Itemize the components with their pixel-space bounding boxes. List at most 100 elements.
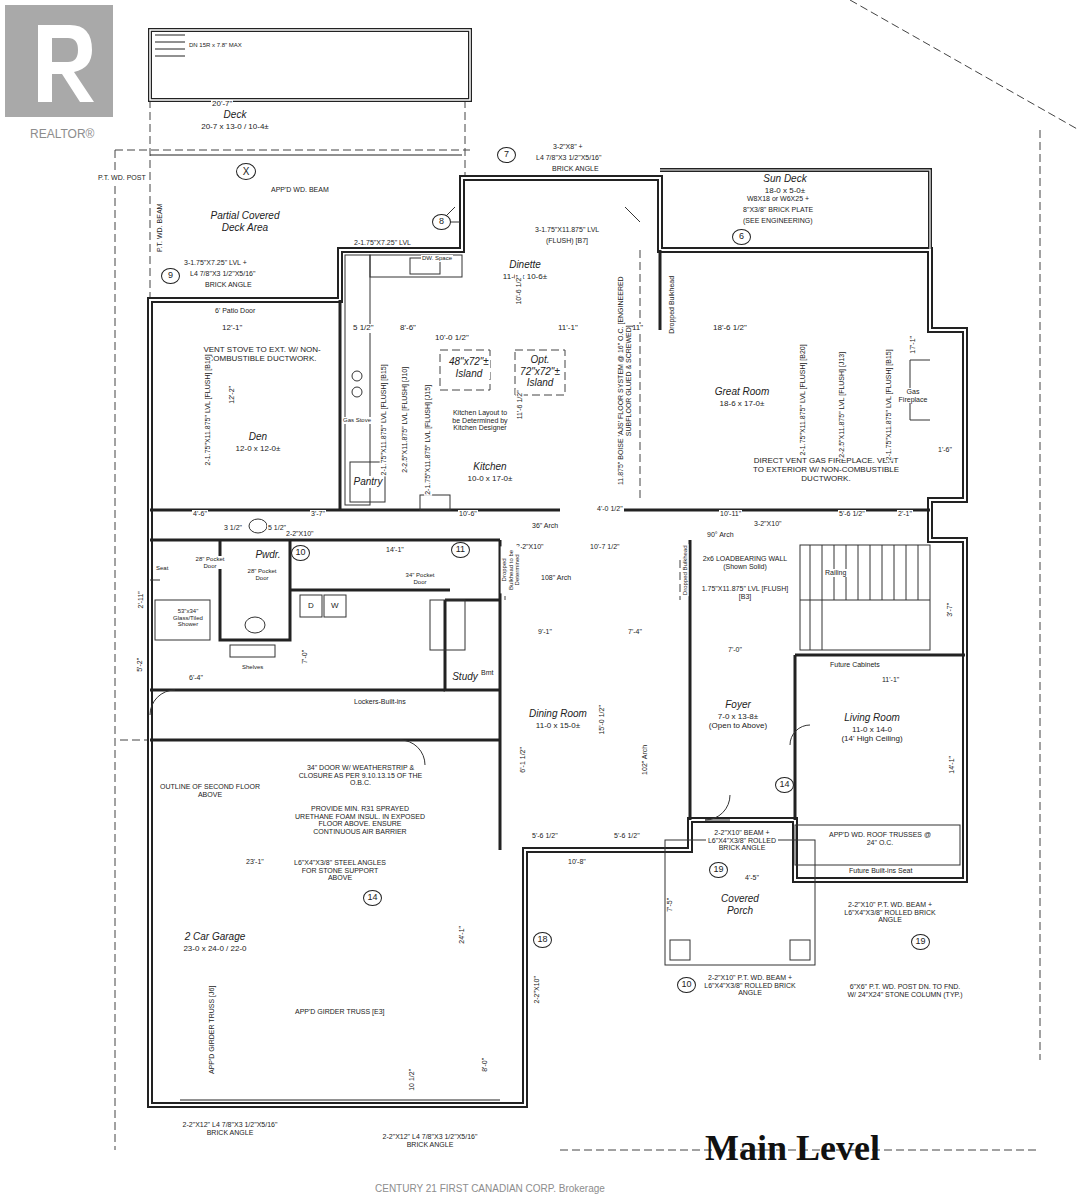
garage-door <box>180 1100 500 1101</box>
dimension-note: 14'-1" <box>385 546 405 554</box>
dimension-note: BRICK ANGLE <box>204 281 253 289</box>
room-name: 2 Car Garage <box>184 931 247 943</box>
dimension-note: 6'-4" <box>188 674 204 682</box>
callout-number: 10 <box>291 545 310 561</box>
dimension-note: (SEE ENGINEERING) <box>742 217 814 225</box>
dimension-note: 3 1/2" <box>223 524 243 532</box>
callout-number: 10 <box>677 977 696 993</box>
dimension-note: 10'-6" <box>458 510 478 518</box>
dimension-note: 2-1.75"X11.875" LVL [FLUSH] [J15] <box>424 384 432 496</box>
dimension-note: 3-2"X10" <box>753 520 783 528</box>
room-size: 10-0 x 17-0± <box>455 474 525 483</box>
room-size: 11-0 x 15-0± <box>523 721 593 730</box>
room-size: 12-0 x 12-0± <box>223 444 293 453</box>
dimension-note: 10'-0 1/2" <box>434 334 470 343</box>
room-name: Great Room <box>714 386 770 398</box>
dimension-note: 6'-1 1/2" <box>519 746 527 774</box>
room-name: Covered Porch <box>715 893 765 916</box>
callout-number: 14 <box>775 777 794 793</box>
dimension-note: APP'D GIRDER TRUSS [E3] <box>294 1008 386 1016</box>
dimension-note: 53"x34" Glass/Tiled Shower <box>168 608 208 628</box>
dimension-note: 2-1.75"X11.875" LVL [FLUSH] [B20] <box>799 343 807 456</box>
dimension-note: 12'-1" <box>221 324 243 333</box>
dimension-note: 4'-5" <box>744 874 760 882</box>
dimension-note: W <box>330 602 340 611</box>
dimension-note: DIRECT VENT GAS FIREPLACE. VENT TO EXTER… <box>750 457 902 483</box>
room-label: Dining Room11-0 x 15-0± <box>523 703 593 730</box>
dimension-note: 108" Arch <box>540 574 572 582</box>
dimension-note: 3-1.75"X11.875" LVL <box>534 226 600 234</box>
interior-walls <box>150 250 965 850</box>
room-label: Covered Porch <box>715 893 765 918</box>
dimension-note: 8'-6" <box>399 324 417 333</box>
dimension-note: 2-2"X12" L4 7/8"X3 1/2"X5/16" BRICK ANGL… <box>379 1133 481 1148</box>
dimension-note: 5'-6 1/2" <box>838 510 866 518</box>
dimension-note: P.T. WD. POST <box>97 174 147 182</box>
room-name: Partial Covered Deck Area <box>205 210 285 233</box>
dimension-note: 8"X3/8" BRICK PLATE <box>742 206 814 214</box>
dimension-note: APP'D WD. BEAM <box>270 186 330 194</box>
plan-title: Main Level <box>705 1127 880 1169</box>
dimension-note: 10'-7 1/2" <box>589 543 621 551</box>
callout-number: 14 <box>363 890 382 906</box>
dimension-note: 3'-7" <box>946 602 954 618</box>
room-name: Pantry <box>353 476 384 488</box>
logo-box <box>5 5 113 117</box>
room-size: 23-0 x 24-0 / 22-0 <box>160 944 270 953</box>
dimension-note: 7'-0" <box>727 646 743 654</box>
dimension-note: 9'-1" <box>537 628 553 636</box>
dimension-note: 2-2"X10" BEAM + L6"X4"X3/8" ROLLED BRICK… <box>706 829 778 852</box>
logo-mark <box>38 25 94 102</box>
dimension-note: 2-1.75"X11.875" LVL [FLUSH] [B15] <box>885 348 893 461</box>
dimension-note: Kitchen Layout to be Determined by Kitch… <box>448 409 512 432</box>
dimension-note: Seat <box>155 565 169 572</box>
callout-number: 7 <box>497 147 516 163</box>
dimension-note: Lockers-Built-ins <box>353 698 407 706</box>
dimension-note: L4 7/8"X3 1/2"X5/16" <box>535 154 602 162</box>
room-label: Den12-0 x 12-0± <box>223 426 293 453</box>
dimension-note: 10'-6 1/2" <box>515 274 523 306</box>
dimension-note: 12'-2" <box>228 385 236 405</box>
exterior-walls <box>150 170 965 1105</box>
dimension-note: 2-2"X10" P.T. WD. BEAM + L6"X4"X3/8" ROL… <box>699 974 801 997</box>
dimension-note: 14'-1" <box>948 755 956 775</box>
dimension-note: 7'-5" <box>666 897 674 913</box>
room-size: 11-0 x 10-6± <box>490 272 560 281</box>
dimension-note: 10 1/2" <box>408 1068 416 1092</box>
dimension-note: 3'-7" <box>310 510 326 518</box>
room-name: Den <box>248 431 268 443</box>
dimension-note: 2-2"X10" P.T. WD. BEAM + L6"X4"X3/8" ROL… <box>839 901 941 924</box>
dimension-note: 2-2"X12" L4 7/8"X3 1/2"X5/16" BRICK ANGL… <box>179 1121 281 1136</box>
dimension-note: 11" <box>631 324 644 333</box>
room-label: Dinette11-0 x 10-6± <box>490 254 560 281</box>
room-name: Living Room <box>843 712 901 724</box>
dimension-note: 15'-0 1/2" <box>598 704 606 736</box>
room-label: Sun Deck18-0 x 5-0± <box>740 168 830 195</box>
room-size: 20-7 x 13-0 / 10-4± <box>175 122 295 131</box>
dimension-note: 11'-1" <box>881 676 900 684</box>
dimension-note: W8X18 or W6X25 + <box>746 195 810 203</box>
dimension-note: 5'-6 1/2" <box>531 832 559 840</box>
room-label: Opt. 72"x72"± Island <box>519 354 561 390</box>
dimension-note: 90° Arch <box>706 531 735 539</box>
dimension-note: 20'-7" <box>211 100 233 109</box>
wall-cavity <box>150 170 965 1105</box>
dimension-note: Dropped Bulkhead <box>682 544 689 596</box>
dimension-note: 3-2"X8" + <box>552 143 584 151</box>
room-label: 48"x72"± Island <box>448 356 488 381</box>
dimension-note: 2x6 LOADBEARING WALL (Shown Solid) <box>699 555 791 570</box>
dimension-note: 4'-6" <box>192 510 208 518</box>
room-label: Kitchen10-0 x 17-0± <box>455 456 525 483</box>
dimension-note: Gas Stove <box>342 417 372 424</box>
room-label: Great Room18-6 x 17-0± <box>702 381 782 408</box>
dimension-note: Shelves <box>241 664 264 671</box>
dimension-note: 36" Arch <box>531 522 559 530</box>
dimension-note: 24'-1" <box>458 925 466 945</box>
dimension-note: Gas Fireplace <box>894 388 932 403</box>
callout-number: 19 <box>709 862 728 878</box>
dimension-note: L6"X4"X3/8" STEEL ANGLES FOR STONE SUPPO… <box>289 859 391 882</box>
dimension-note: 10'-8" <box>567 858 587 866</box>
dimension-note: 5 1/2" <box>352 324 375 333</box>
dimension-note: 3-1.75"X7.25" LVL + <box>183 259 248 267</box>
